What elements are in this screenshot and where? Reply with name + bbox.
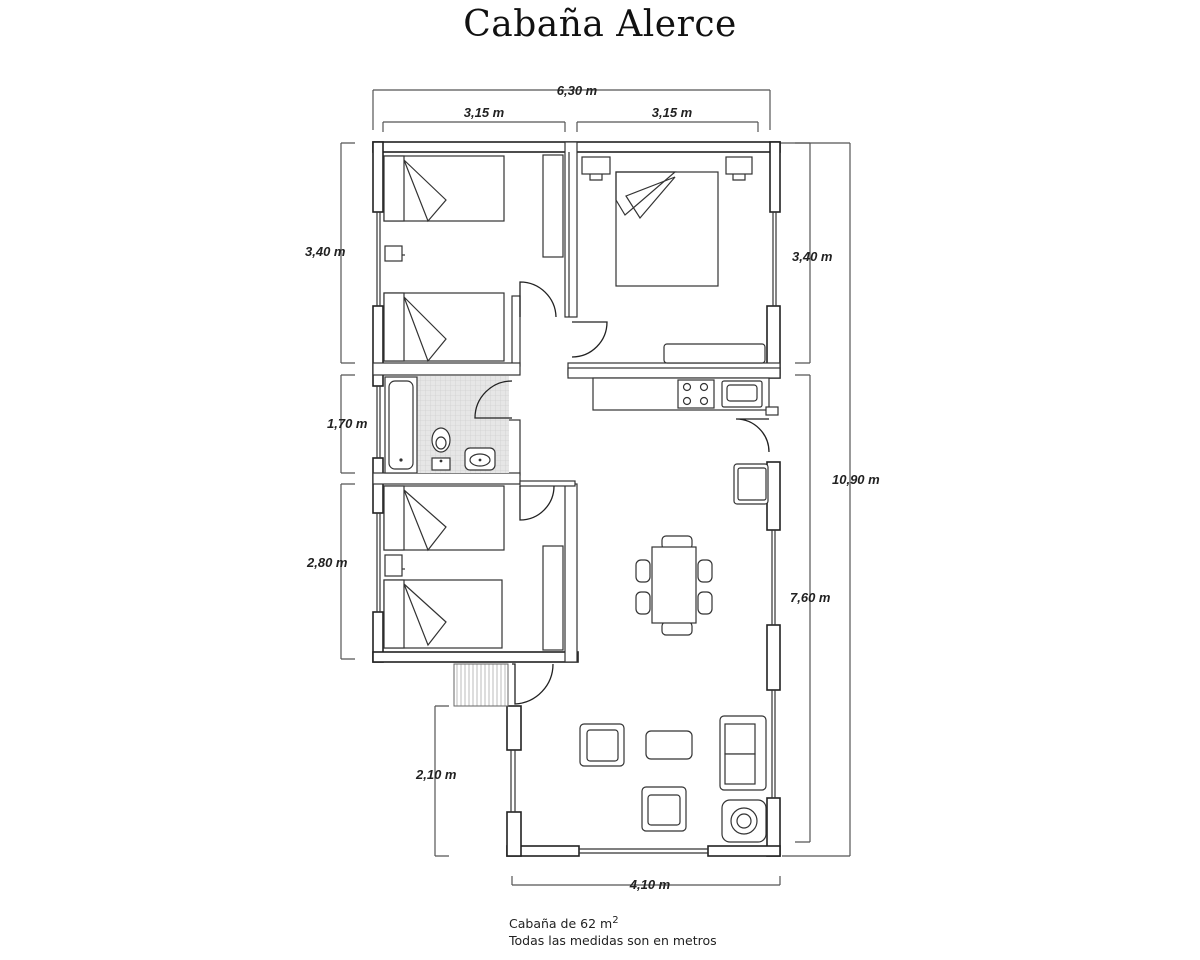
dimension-lines — [340, 89, 851, 886]
area-exponent: 2 — [612, 915, 619, 926]
units-note: Todas las medidas son en metros — [509, 933, 717, 949]
bedroom-bottom — [383, 485, 564, 651]
bedroom-top-left — [383, 154, 564, 363]
bathroom — [384, 376, 509, 474]
plan-title: Cabaña Alerce — [463, 4, 737, 45]
dim-bedroom-bottom-height: 2,80 m — [306, 555, 348, 570]
dim-living-height: 7,60 m — [790, 590, 831, 605]
dim-living-width: 4,10 m — [629, 877, 671, 892]
dim-left-width: 3,15 m — [464, 105, 505, 120]
area-note: Cabaña de 62 m2 — [509, 912, 717, 932]
dim-right-width: 3,15 m — [652, 105, 693, 120]
dim-bedroom-top-right-height: 3,40 m — [792, 249, 833, 264]
dim-total-height: 10,90 m — [832, 472, 880, 487]
dim-total-width: 6,30 m — [557, 83, 598, 98]
dim-bath-height: 1,70 m — [327, 416, 368, 431]
kitchen-counter — [592, 377, 779, 416]
dim-bedroom-top-left-height: 3,40 m — [305, 244, 346, 259]
area-text: Cabaña de 62 m — [509, 916, 613, 932]
interior-walls — [372, 141, 781, 663]
doors — [474, 281, 770, 705]
plan-caption: Cabaña de 62 m2 Todas las medidas son en… — [509, 912, 717, 949]
bedroom-top-right — [581, 156, 766, 364]
dining-set — [635, 535, 713, 636]
dim-porch-height: 2,10 m — [415, 767, 457, 782]
living-furniture — [579, 463, 769, 843]
